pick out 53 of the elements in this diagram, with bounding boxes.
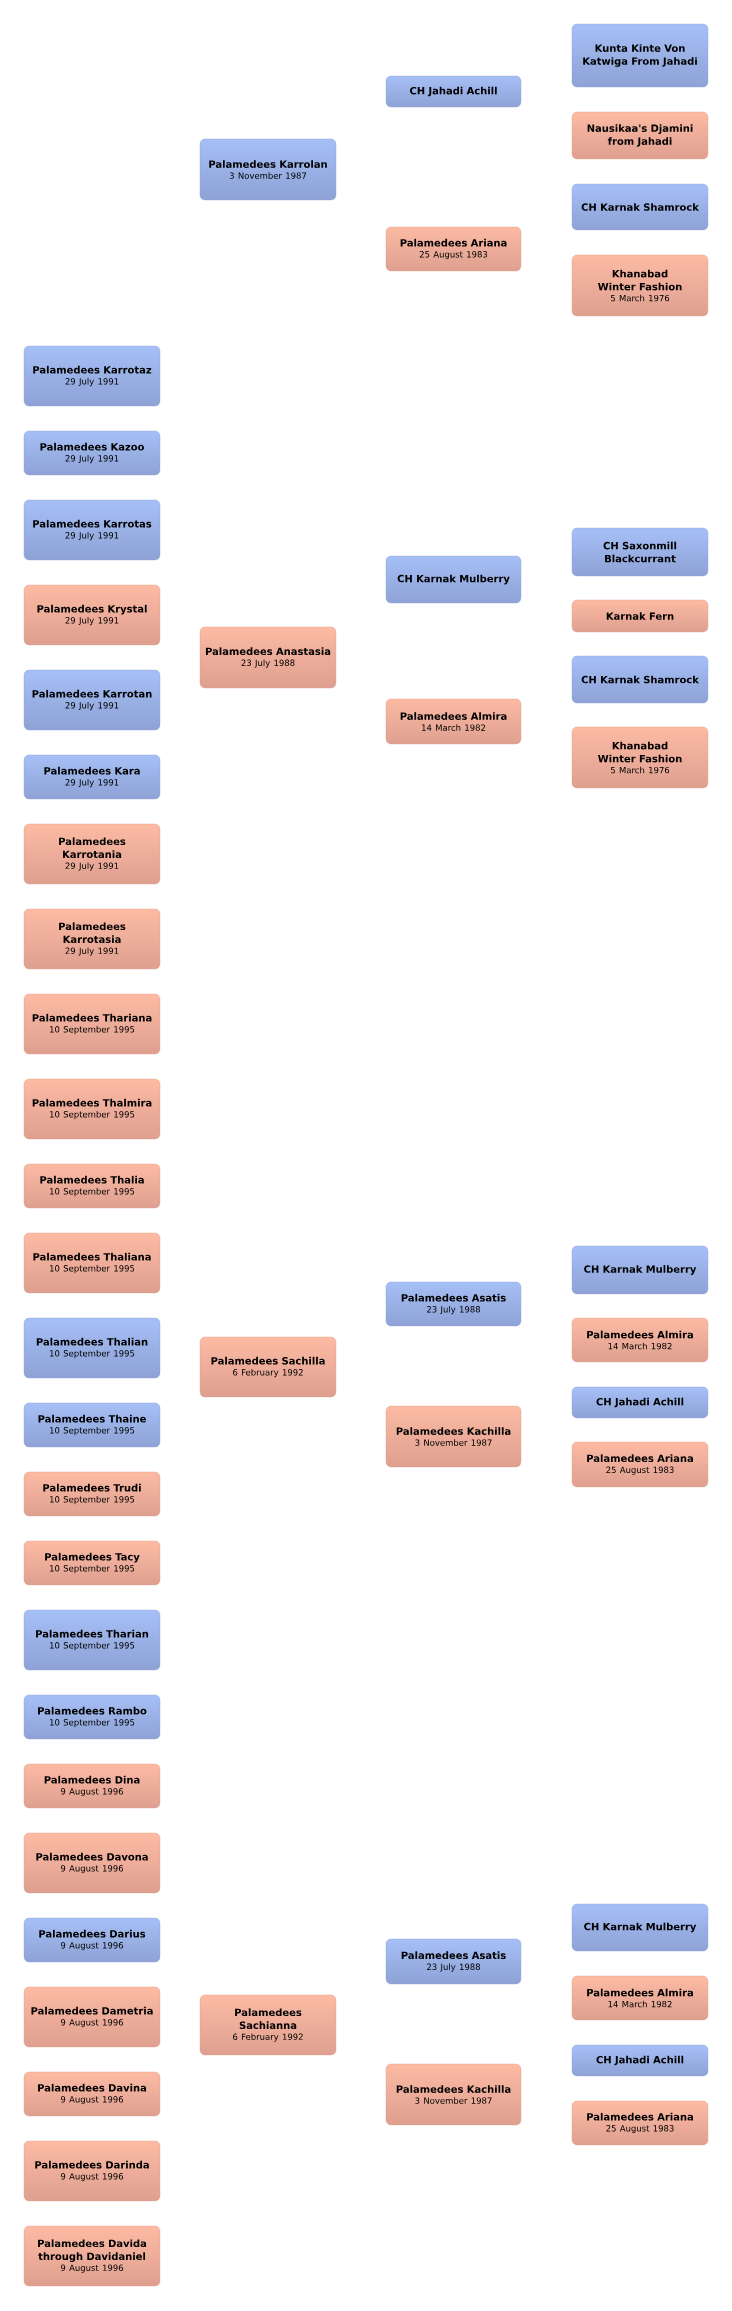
- pedigree-box: Palamedees Almira 14 March 1982: [571, 1317, 709, 1363]
- pedigree-box: Palamedees Almira 14 March 1982: [385, 698, 522, 745]
- pedigree-box: Palamedees Asatis 23 July 1988: [385, 1281, 522, 1327]
- pedigree-box: Palamedees Kachilla 3 November 1987: [385, 2063, 522, 2126]
- pedigree-box: Khanabad Winter Fashion 5 March 1976: [571, 254, 709, 317]
- pedigree-box: CH Karnak Mulberry: [385, 555, 522, 604]
- pedigree-box: Palamedees Ariana 25 August 1983: [385, 226, 522, 272]
- pedigree-box: Palamedees Ariana 25 August 1983: [571, 2100, 709, 2146]
- pedigree-box: Palamedees Anastasia 23 July 1988: [199, 626, 337, 689]
- pedigree-box: Palamedees Tharian 10 September 1995: [23, 1609, 161, 1671]
- pedigree-box: Palamedees Kachilla 3 November 1987: [385, 1405, 522, 1468]
- pedigree-box: Palamedees Sachianna 6 February 1992: [199, 1994, 337, 2056]
- pedigree-box: Khanabad Winter Fashion 5 March 1976: [571, 726, 709, 789]
- pedigree-box: Palamedees Thalia 10 September 1995: [23, 1163, 161, 1209]
- pedigree-box: Palamedees Dina 9 August 1996: [23, 1763, 161, 1809]
- pedigree-box: CH Karnak Mulberry: [571, 1903, 709, 1952]
- pedigree-box: CH Karnak Shamrock: [571, 183, 709, 231]
- pedigree-box: Palamedees Sachilla 6 February 1992: [199, 1336, 337, 1398]
- pedigree-box: Palamedees Davona 9 August 1996: [23, 1832, 161, 1894]
- pedigree-box: Palamedees Karrotan 29 July 1991: [23, 669, 161, 731]
- pedigree-box: Palamedees Davida through Davidaniel 9 August 1996: [23, 2225, 161, 2287]
- pedigree-box: Palamedees Tacy 10 September 1995: [23, 1540, 161, 1586]
- pedigree-box: Palamedees Davina 9 August 1996: [23, 2071, 161, 2117]
- pedigree-box: CH Jahadi Achill: [571, 1386, 709, 1419]
- pedigree-box: Palamedees Krystal 29 July 1991: [23, 584, 161, 646]
- pedigree-box: Palamedees Darinda 9 August 1996: [23, 2140, 161, 2202]
- pedigree-box: Kunta Kinte Von Katwiga From Jahadi: [571, 23, 709, 88]
- pedigree-box: CH Karnak Shamrock: [571, 655, 709, 704]
- pedigree-box: Palamedees Almira 14 March 1982: [571, 1975, 709, 2021]
- pedigree-box: CH Saxonmill Blackcurrant: [571, 527, 709, 577]
- pedigree-box: Nausikaa's Djamini from Jahadi: [571, 111, 709, 160]
- pedigree-box: Palamedees Kazoo 29 July 1991: [23, 430, 161, 476]
- pedigree-box: Palamedees Thaliana 10 September 1995: [23, 1232, 161, 1294]
- pedigree-box: Palamedees Thariana 10 September 1995: [23, 993, 161, 1055]
- pedigree-box: Palamedees Thalian 10 September 1995: [23, 1317, 161, 1379]
- pedigree-box: Karnak Fern: [571, 599, 709, 633]
- pedigree-box: Palamedees Dametria 9 August 1996: [23, 1986, 161, 2048]
- pedigree-box: CH Karnak Mulberry: [571, 1245, 709, 1295]
- pedigree-box: Palamedees Rambo 10 September 1995: [23, 1694, 161, 1740]
- pedigree-box: Palamedees Ariana 25 August 1983: [571, 1441, 709, 1488]
- pedigree-box: Palamedees Karrotania 29 July 1991: [23, 823, 161, 885]
- pedigree-box: Palamedees Karrolan 3 November 1987: [199, 138, 337, 201]
- pedigree-box: Palamedees Karrotaz 29 July 1991: [23, 345, 161, 407]
- pedigree-box: Palamedees Thaine 10 September 1995: [23, 1402, 161, 1448]
- pedigree-box: CH Jahadi Achill: [571, 2044, 709, 2077]
- pedigree-box: Palamedees Thalmira 10 September 1995: [23, 1078, 161, 1140]
- pedigree-box: Palamedees Kara 29 July 1991: [23, 754, 161, 800]
- pedigree-box: Palamedees Trudi 10 September 1995: [23, 1471, 161, 1517]
- pedigree-box: Palamedees Asatis 23 July 1988: [385, 1938, 522, 1985]
- pedigree-box: Palamedees Karrotasia 29 July 1991: [23, 908, 161, 970]
- pedigree-box: CH Jahadi Achill: [385, 75, 522, 108]
- pedigree-box: Palamedees Karrotas 29 July 1991: [23, 499, 161, 561]
- pedigree-box: Palamedees Darius 9 August 1996: [23, 1917, 161, 1963]
